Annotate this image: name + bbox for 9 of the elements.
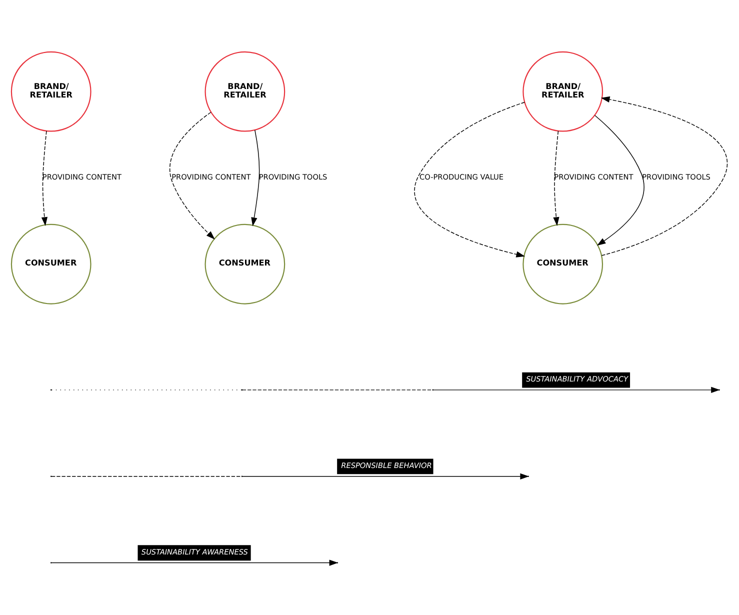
- label: RESPONSIBLE BEHAVIOR: [341, 460, 432, 470]
- edge-label: PROVIDING CONTENT: [554, 172, 634, 182]
- label: SUSTAINABILITY AWARENESS: [141, 547, 248, 556]
- edge-label: CO-PRODUCING VALUE: [420, 172, 504, 182]
- label: SUSTAINABILITY ADVOCACY: [526, 374, 628, 384]
- edge-label: PROVIDING TOOLS: [642, 172, 710, 182]
- edge-label: PROVIDING CONTENT: [42, 172, 122, 182]
- edge-label: PROVIDING CONTENT: [172, 172, 251, 182]
- edge-label: PROVIDING TOOLS: [258, 172, 328, 182]
